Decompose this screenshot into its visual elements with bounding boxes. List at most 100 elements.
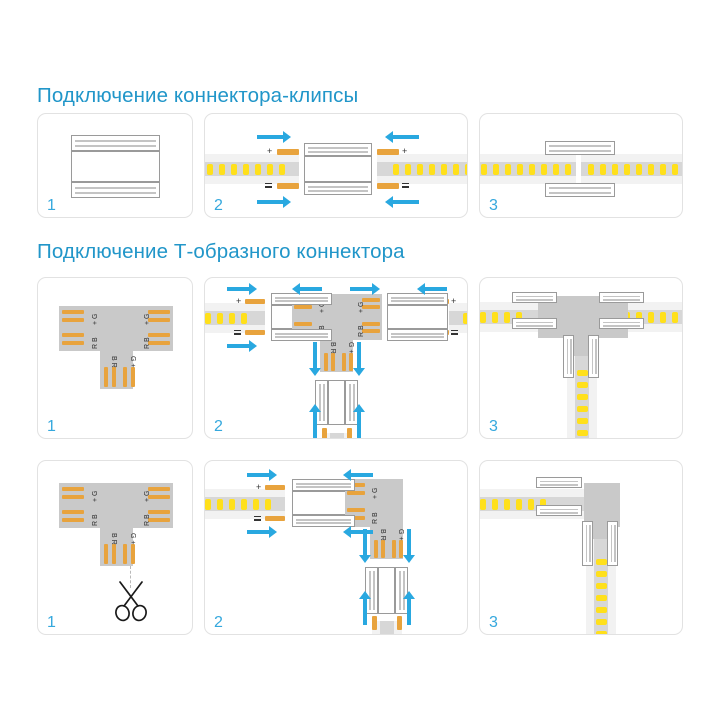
arrow-up <box>359 591 371 625</box>
arrow-left <box>343 526 373 538</box>
terminal-pad-minus <box>245 330 265 335</box>
clip-bar-top <box>512 292 557 303</box>
arrow-left <box>385 196 419 208</box>
pad-g <box>123 367 127 387</box>
arrow-right <box>227 283 257 295</box>
pad-g <box>342 353 346 371</box>
arrow-right <box>247 469 277 481</box>
led-chip <box>553 163 559 175</box>
clip-line <box>589 525 591 562</box>
arrow-left <box>385 131 419 143</box>
pad-r <box>112 367 116 387</box>
led-chip <box>595 607 607 613</box>
strip-core <box>380 621 394 634</box>
led-chip <box>207 163 213 175</box>
clip-bar-right <box>395 567 408 614</box>
led-chip <box>217 312 223 324</box>
clip-line <box>603 321 640 324</box>
pad-label-right: R B <box>144 337 151 349</box>
step-number: 1 <box>47 418 56 435</box>
polarity-plus-left: + <box>256 482 262 492</box>
polarity-minus-right <box>451 330 458 337</box>
led-chip <box>243 163 249 175</box>
led-chip <box>265 498 271 510</box>
clip-line <box>566 339 569 374</box>
led-chip <box>393 163 399 175</box>
arrow-left <box>417 283 447 295</box>
section-title-clip-connector: Подключение коннектора-клипсы <box>37 84 359 107</box>
led-chip <box>465 163 467 175</box>
led-chip <box>231 163 237 175</box>
clip-bar-left <box>563 335 574 378</box>
arrow-right <box>257 131 291 143</box>
step-number: 2 <box>214 418 223 435</box>
pad-plus <box>399 540 403 558</box>
led-strip-joined <box>480 154 682 184</box>
pad-label-stem: G + <box>129 356 136 368</box>
clip-line <box>549 187 611 189</box>
pad-plus <box>62 310 84 314</box>
clip-bar-left <box>582 521 593 566</box>
clip-line <box>373 571 375 610</box>
led-chip <box>636 163 642 175</box>
clip-line <box>308 190 368 192</box>
clip-bar-top <box>271 293 332 305</box>
led-chip <box>241 312 247 324</box>
terminal-pad-b <box>372 616 377 630</box>
pad-g <box>148 318 170 322</box>
arrow-up <box>403 591 415 625</box>
clip-line <box>323 384 325 421</box>
clip-line <box>75 187 156 189</box>
led-chip <box>660 311 666 323</box>
led-chip <box>480 311 486 323</box>
clip-bar-top <box>292 479 355 491</box>
led-chip <box>481 163 487 175</box>
led-strip-left <box>205 154 299 184</box>
led-chip <box>595 559 607 565</box>
step-number: 3 <box>489 197 498 214</box>
arrow-right <box>350 283 380 295</box>
led-chip <box>504 311 510 323</box>
led-chip <box>541 163 547 175</box>
clip-bar-bottom <box>536 505 582 516</box>
clip-line <box>275 300 328 302</box>
step-panel-l-3: 3 <box>479 460 683 635</box>
arrow-down <box>353 342 365 376</box>
arrow-up <box>353 404 365 438</box>
led-chip <box>229 498 235 510</box>
led-chip <box>595 631 607 634</box>
clip-line <box>369 571 371 610</box>
led-chip <box>253 498 259 510</box>
clip-line <box>549 150 611 152</box>
arrow-down <box>309 342 321 376</box>
pad-r <box>148 510 170 514</box>
clip-line <box>275 297 328 299</box>
step-panel-l-2: + + G R B B R G + <box>204 460 468 635</box>
clip-line <box>549 192 611 194</box>
clip-body <box>304 156 372 182</box>
step-panel-clip-1: 1 <box>37 113 193 218</box>
terminal-pad-plus <box>377 149 399 155</box>
pad-r <box>294 322 312 326</box>
clip-line <box>595 339 597 374</box>
terminal-pad-plus <box>245 299 265 304</box>
step-number: 3 <box>489 614 498 631</box>
scissors-icon <box>111 580 151 627</box>
clip-body <box>378 567 395 614</box>
polarity-minus-right <box>402 183 409 190</box>
clip-line <box>516 295 553 298</box>
clip-line <box>75 192 156 194</box>
led-chip <box>516 498 522 510</box>
pad-b <box>104 544 108 564</box>
led-chip <box>463 312 467 324</box>
polarity-minus-left <box>254 516 261 523</box>
pad-b <box>347 516 365 520</box>
clip-line <box>75 140 156 142</box>
clip-line <box>391 333 444 335</box>
arrow-down <box>359 529 371 563</box>
led-chip <box>576 382 588 388</box>
clip-line <box>349 384 351 421</box>
cut-line <box>130 566 131 588</box>
led-chip <box>612 163 618 175</box>
clip-bar-bottom <box>271 329 332 341</box>
